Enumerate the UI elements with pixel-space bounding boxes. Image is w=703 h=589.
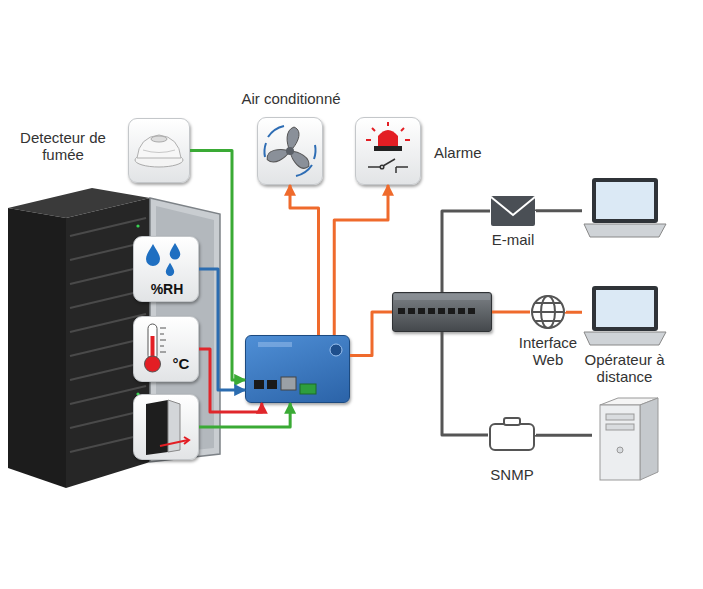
sensor-label: %RH <box>134 281 200 297</box>
signal-wire <box>566 311 582 314</box>
laptop: Opérateur à distance <box>582 283 667 348</box>
smoke-detector-symbol <box>135 135 183 167</box>
laptop <box>582 175 667 240</box>
device-ports <box>254 342 342 394</box>
signal-wire <box>199 403 290 427</box>
signal-wire <box>492 311 530 314</box>
door-contact-symbol <box>146 400 189 455</box>
thermometer-symbol <box>145 324 167 372</box>
web-globe: Interface Web <box>530 294 566 330</box>
email-icon: E-mail <box>490 195 536 227</box>
snmp-icon: SNMP <box>488 418 536 452</box>
signal-wire <box>442 211 490 292</box>
pc-tower-symbol <box>600 398 658 480</box>
node-label: Interface Web <box>508 334 588 369</box>
globe-symbol <box>532 296 564 328</box>
server-pc <box>592 400 660 480</box>
air-conditioner: Air conditionné <box>257 117 323 185</box>
door-sensor <box>133 394 199 460</box>
signal-wire <box>199 349 262 412</box>
monitoring-device <box>245 335 350 403</box>
signal-wire <box>536 209 582 212</box>
signal-wire <box>199 269 245 390</box>
signal-wire <box>442 332 488 435</box>
node-label: Air conditionné <box>218 90 364 107</box>
humidity-sensor: %RH <box>133 236 199 302</box>
envelope-symbol <box>491 196 535 226</box>
signal-wire <box>350 312 392 355</box>
node-label: Opérateur à distance <box>567 351 682 386</box>
temperature-sensor: °C <box>133 316 199 382</box>
laptop-symbol <box>584 178 666 237</box>
server-rack <box>8 188 220 488</box>
node-label: SNMP <box>472 466 552 483</box>
node-label: Detecteur de fumée <box>7 129 119 164</box>
signal-wire <box>290 185 319 335</box>
node-label: E-mail <box>473 231 553 248</box>
node-label: Alarme <box>434 144 504 161</box>
water-drop-symbol <box>146 243 180 276</box>
smoke-detector: Detecteur de fumée <box>128 118 190 183</box>
beacon-symbol <box>366 122 410 173</box>
alarm-beacon: Alarme <box>355 117 421 185</box>
laptop-symbol <box>584 286 666 345</box>
network-switch <box>392 292 492 332</box>
signal-wire <box>536 434 592 437</box>
snmp-symbol <box>490 418 534 450</box>
switch-ports <box>394 294 490 314</box>
fan-symbol <box>264 126 315 176</box>
sensor-label: °C <box>164 355 198 372</box>
